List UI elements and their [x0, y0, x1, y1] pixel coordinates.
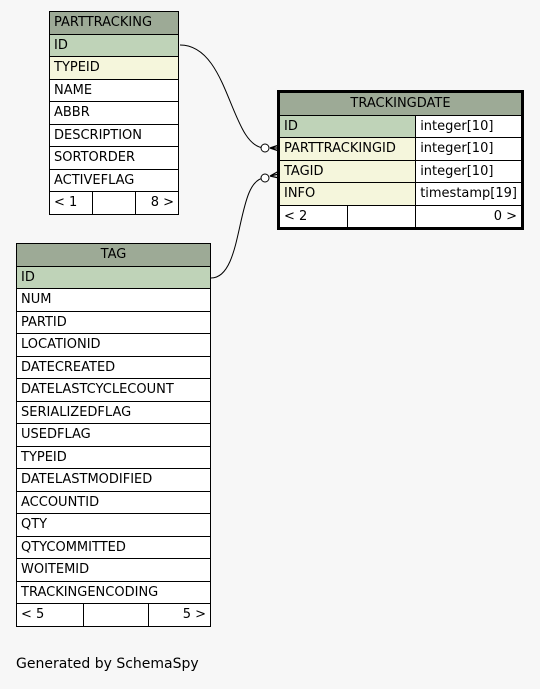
column-name: INFO — [278, 182, 417, 206]
column-row: WOITEMID — [16, 558, 211, 582]
table-title: TRACKINGDATE — [279, 92, 522, 116]
parttracking-table[interactable]: PARTTRACKING ID TYPEID NAME ABBR DESCRIP… — [49, 11, 179, 215]
column-row: NAME — [49, 78, 179, 102]
trackingdate-table[interactable]: TRACKINGDATE ID integer[10] PARTTRACKING… — [277, 90, 524, 230]
parents-count: < 2 — [278, 204, 349, 228]
column-row: TYPEID — [16, 445, 211, 469]
column-name: PARTTRACKINGID — [278, 137, 417, 161]
column-row: DATELASTCYCLECOUNT — [16, 378, 211, 402]
edge-optional-marker — [260, 143, 270, 153]
column-row: QTYCOMMITTED — [16, 535, 211, 559]
edge-optional-marker — [260, 173, 270, 183]
column-row: ACTIVEFLAG — [49, 168, 179, 192]
edge-tag-trackingdate — [210, 177, 266, 279]
column-row: DESCRIPTION — [49, 123, 179, 147]
column-row: TYPEID — [49, 56, 179, 80]
column-row: ABBR — [49, 101, 179, 125]
column-row: SERIALIZEDFLAG — [16, 400, 211, 424]
generated-by-credit: Generated by SchemaSpy — [16, 656, 199, 672]
column-row: NUM — [16, 288, 211, 312]
column-row: DATELASTMODIFIED — [16, 468, 211, 492]
column-row: LOCATIONID — [16, 333, 211, 357]
parents-count: < 1 — [49, 191, 93, 215]
column-type: integer[10] — [415, 137, 522, 161]
tag-table[interactable]: TAG ID NUM PARTID LOCATIONID DATECREATED… — [16, 243, 211, 627]
table-title: PARTTRACKING — [49, 11, 179, 35]
column-row: DATECREATED — [16, 355, 211, 379]
column-row: ACCOUNTID — [16, 490, 211, 514]
column-row: SORTORDER — [49, 146, 179, 170]
column-row: TRACKINGENCODING — [16, 580, 211, 604]
column-row: ID — [49, 33, 179, 57]
column-row: ID — [16, 265, 211, 289]
column-row: PARTID — [16, 310, 211, 334]
children-count: 8 > — [135, 191, 179, 215]
column-row: QTY — [16, 513, 211, 537]
column-name: ID — [278, 114, 417, 138]
edge-parttracking-trackingdate — [179, 44, 266, 149]
children-count: 5 > — [148, 603, 211, 627]
parents-count: < 5 — [16, 603, 84, 627]
column-type: integer[10] — [415, 114, 522, 138]
table-title: TAG — [16, 243, 211, 267]
column-type: integer[10] — [415, 159, 522, 183]
column-type: timestamp[19] — [415, 182, 522, 206]
children-count: 0 > — [415, 204, 522, 228]
column-row: USEDFLAG — [16, 423, 211, 447]
column-name: TAGID — [278, 159, 417, 183]
